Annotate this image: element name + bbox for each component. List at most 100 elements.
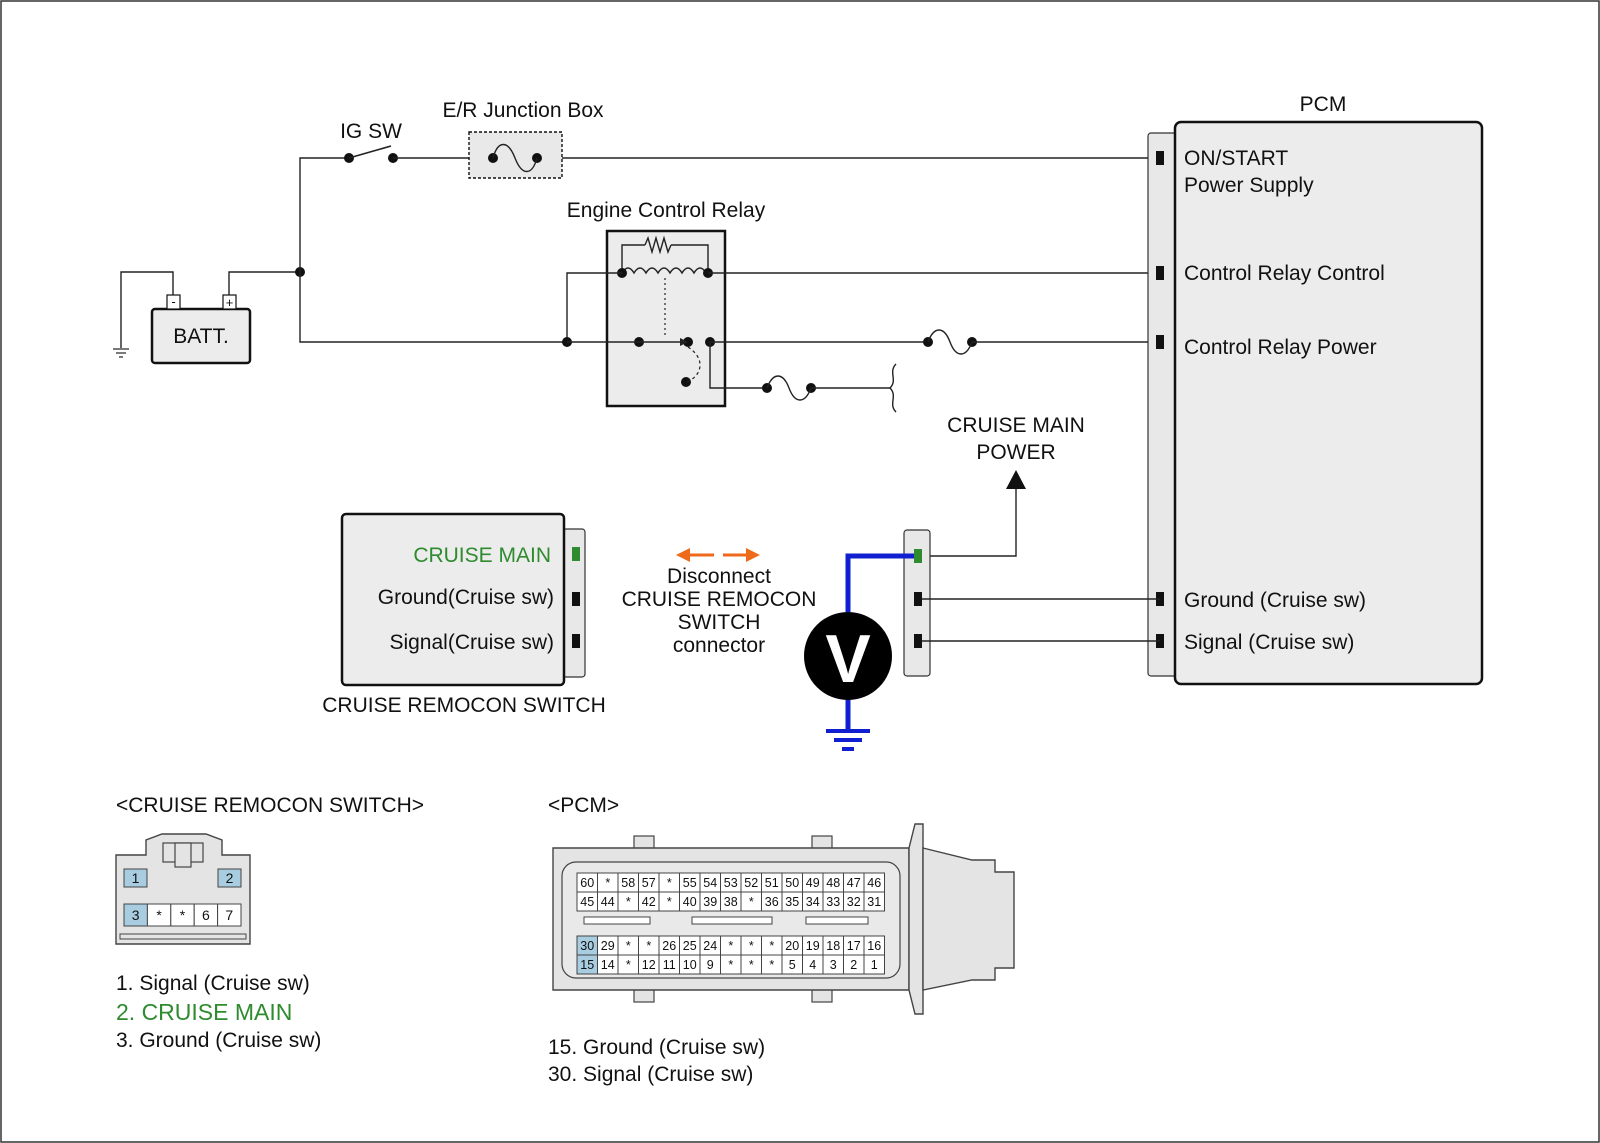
svg-text:40: 40 — [683, 895, 697, 909]
harness-pin-ground — [914, 592, 922, 606]
svg-text:24: 24 — [703, 939, 717, 953]
svg-text:2: 2 — [850, 958, 857, 972]
pcm-pin: 31 — [863, 891, 885, 912]
svg-text:25: 25 — [683, 939, 697, 953]
pcm-pin: 48 — [822, 872, 844, 893]
pcm-pin: 4 — [802, 954, 824, 975]
pcm-pin: 10 — [679, 954, 701, 975]
pcm-pin: 11 — [658, 954, 680, 975]
svg-text:*: * — [728, 958, 733, 972]
svg-text:1: 1 — [871, 958, 878, 972]
junction-box — [468, 131, 563, 179]
engine-control-relay — [605, 229, 727, 408]
pcm-pin: 29 — [597, 935, 619, 956]
pcm-pin: * — [740, 954, 762, 975]
svg-text:7: 7 — [225, 907, 233, 923]
pcm-pin: 46 — [863, 872, 885, 893]
svg-text:34: 34 — [806, 895, 820, 909]
pcm-pin: * — [720, 954, 742, 975]
pcm-pin: 2 — [843, 954, 865, 975]
svg-text:32: 32 — [847, 895, 861, 909]
coil-icon — [621, 267, 707, 275]
relay-feed-wire — [299, 272, 567, 343]
pcm-pin: 54 — [699, 872, 721, 893]
coil-feed-wire — [566, 272, 622, 342]
pcm-pin: 17 — [843, 935, 865, 956]
svg-text:39: 39 — [703, 895, 717, 909]
svg-text:1: 1 — [132, 870, 140, 886]
svg-text:49: 49 — [806, 876, 820, 890]
pcm-pin: 52 — [740, 872, 762, 893]
svg-text:14: 14 — [601, 958, 615, 972]
svg-text:45: 45 — [580, 895, 594, 909]
svg-text:*: * — [749, 958, 754, 972]
svg-text:20: 20 — [785, 939, 799, 953]
remocon-legend-2: 2. CRUISE MAIN — [116, 999, 292, 1025]
pcm-pin: 35 — [781, 891, 803, 912]
svg-text:60: 60 — [580, 876, 594, 890]
remocon-pin: * — [146, 903, 172, 927]
ground-icon — [826, 729, 870, 751]
svg-text:*: * — [769, 939, 774, 953]
svg-text:53: 53 — [724, 876, 738, 890]
svg-text:55: 55 — [683, 876, 697, 890]
svg-text:26: 26 — [662, 939, 676, 953]
pcm-pin: 20 — [781, 935, 803, 956]
ig-switch-label: IG SW — [340, 120, 402, 143]
junction-box-label: E/R Junction Box — [442, 99, 604, 122]
svg-text:*: * — [667, 876, 672, 890]
pcm-pin: 30 — [576, 935, 598, 956]
remocon-legend-1: 1. Signal (Cruise sw) — [116, 972, 310, 995]
battery-plus-label: + — [226, 295, 234, 310]
pcm-pin: 25 — [679, 935, 701, 956]
pcm-pin: 44 — [597, 891, 619, 912]
svg-text:12: 12 — [642, 958, 656, 972]
svg-text:*: * — [749, 939, 754, 953]
chassis-ground-icon — [113, 348, 129, 358]
svg-text:*: * — [769, 958, 774, 972]
svg-text:51: 51 — [765, 876, 779, 890]
svg-text:*: * — [667, 895, 672, 909]
pcm-pin: 3 — [822, 954, 844, 975]
svg-text:50: 50 — [785, 876, 799, 890]
remocon-label-signal: Signal(Cruise sw) — [389, 631, 554, 654]
battery-ground-wire — [120, 271, 174, 348]
arrow-up-icon — [1006, 470, 1026, 489]
cruise-main-power-wire — [922, 489, 1017, 557]
pcm-pin: 33 — [822, 891, 844, 912]
svg-text:47: 47 — [847, 876, 861, 890]
pcm-pin: 5 — [781, 954, 803, 975]
pcm-pin-label-relay-control: Control Relay Control — [1184, 262, 1385, 285]
svg-text:15: 15 — [580, 958, 594, 972]
pcm-pin: 12 — [638, 954, 660, 975]
pcm-pin-label-on-start: ON/START — [1184, 147, 1288, 170]
svg-text:*: * — [626, 958, 631, 972]
pcm-pin: * — [740, 891, 762, 912]
pcm-pin: * — [617, 891, 639, 912]
cruise-main-power-label-1: CRUISE MAIN — [947, 414, 1085, 437]
svg-text:11: 11 — [663, 958, 676, 972]
pcm-legend-2: 30. Signal (Cruise sw) — [548, 1063, 753, 1086]
pcm-pin: 55 — [679, 872, 701, 893]
disconnect-label-2: CRUISE REMOCON — [622, 588, 817, 611]
svg-text:3: 3 — [132, 907, 140, 923]
svg-text:19: 19 — [806, 939, 820, 953]
pcm-pin: 58 — [617, 872, 639, 893]
pcm-pin: 60 — [576, 872, 598, 893]
voltmeter-icon — [804, 612, 892, 700]
remocon-pin: 6 — [193, 903, 219, 927]
harness-pin-cruise-main — [914, 549, 922, 563]
wire-break-icon — [889, 363, 897, 389]
remocon-pin: 2 — [217, 868, 242, 888]
disconnect-label-3: SWITCH — [678, 611, 761, 634]
remocon-pin: 7 — [217, 903, 242, 927]
pcm-pin-relay-control — [1156, 266, 1164, 280]
svg-text:35: 35 — [785, 895, 799, 909]
svg-text:18: 18 — [826, 939, 840, 953]
pcm-connector-heading: <PCM> — [548, 794, 619, 817]
pcm-module — [1173, 120, 1484, 686]
pcm-pin: 49 — [802, 872, 824, 893]
pcm-pin: 53 — [720, 872, 742, 893]
svg-text:42: 42 — [642, 895, 656, 909]
cruise-remocon-switch — [340, 512, 566, 687]
